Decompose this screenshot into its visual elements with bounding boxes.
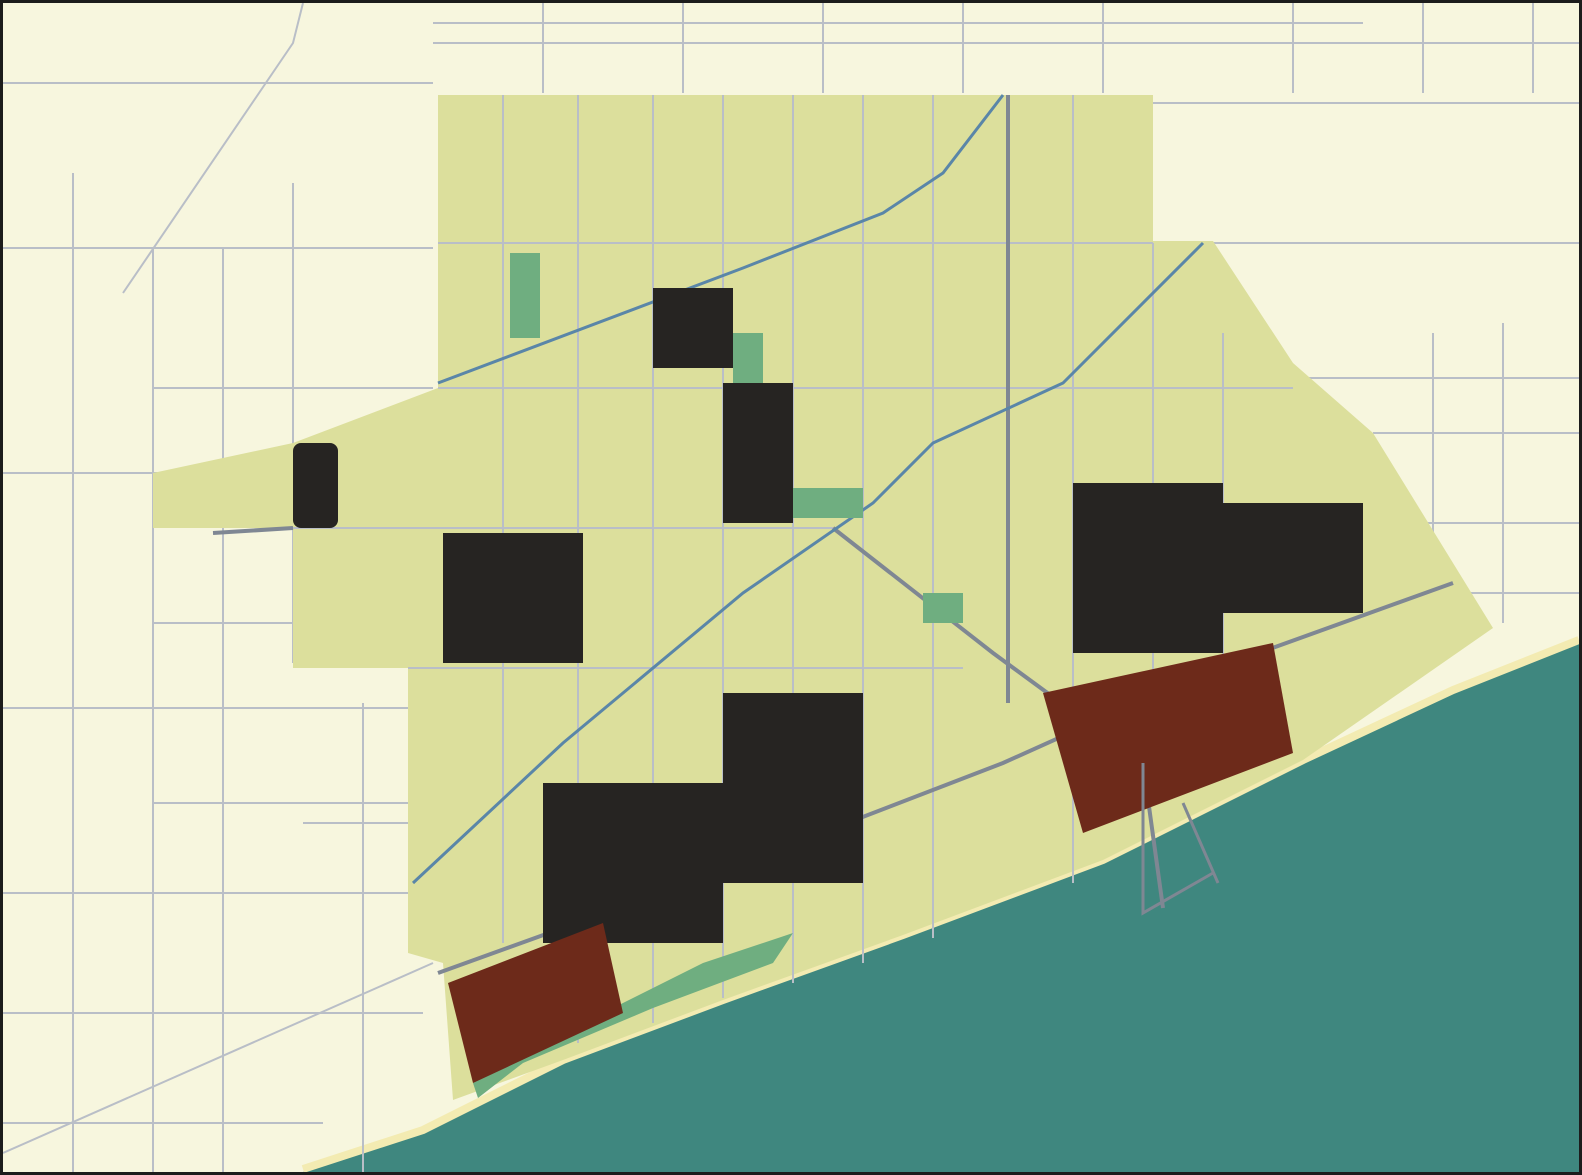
canal-south bbox=[411, 241, 1205, 885]
cluster-west-loop bbox=[293, 443, 338, 528]
cluster-south-2 bbox=[543, 783, 723, 943]
park-east bbox=[793, 488, 863, 518]
building-clusters bbox=[293, 288, 1363, 943]
cluster-central-north bbox=[653, 288, 733, 368]
canal-north bbox=[437, 94, 1005, 385]
city-map[interactable] bbox=[3, 3, 1579, 1172]
cluster-shore-west bbox=[448, 923, 623, 1083]
park-shore bbox=[473, 933, 793, 1098]
pier bbox=[1141, 763, 1220, 916]
cluster-west-block bbox=[443, 533, 583, 663]
cluster-downtown bbox=[1043, 643, 1293, 833]
lake-water bbox=[303, 643, 1579, 1172]
park-pier bbox=[923, 593, 963, 623]
park-central bbox=[733, 333, 763, 383]
district-area bbox=[153, 95, 1493, 1100]
park-north bbox=[510, 253, 540, 338]
cluster-south-1 bbox=[723, 693, 863, 883]
cluster-east-1 bbox=[1073, 483, 1223, 653]
building-clusters-red bbox=[448, 643, 1293, 1083]
cluster-east-2 bbox=[1223, 503, 1363, 613]
cluster-central-spine bbox=[723, 383, 793, 523]
canals bbox=[411, 94, 1205, 885]
